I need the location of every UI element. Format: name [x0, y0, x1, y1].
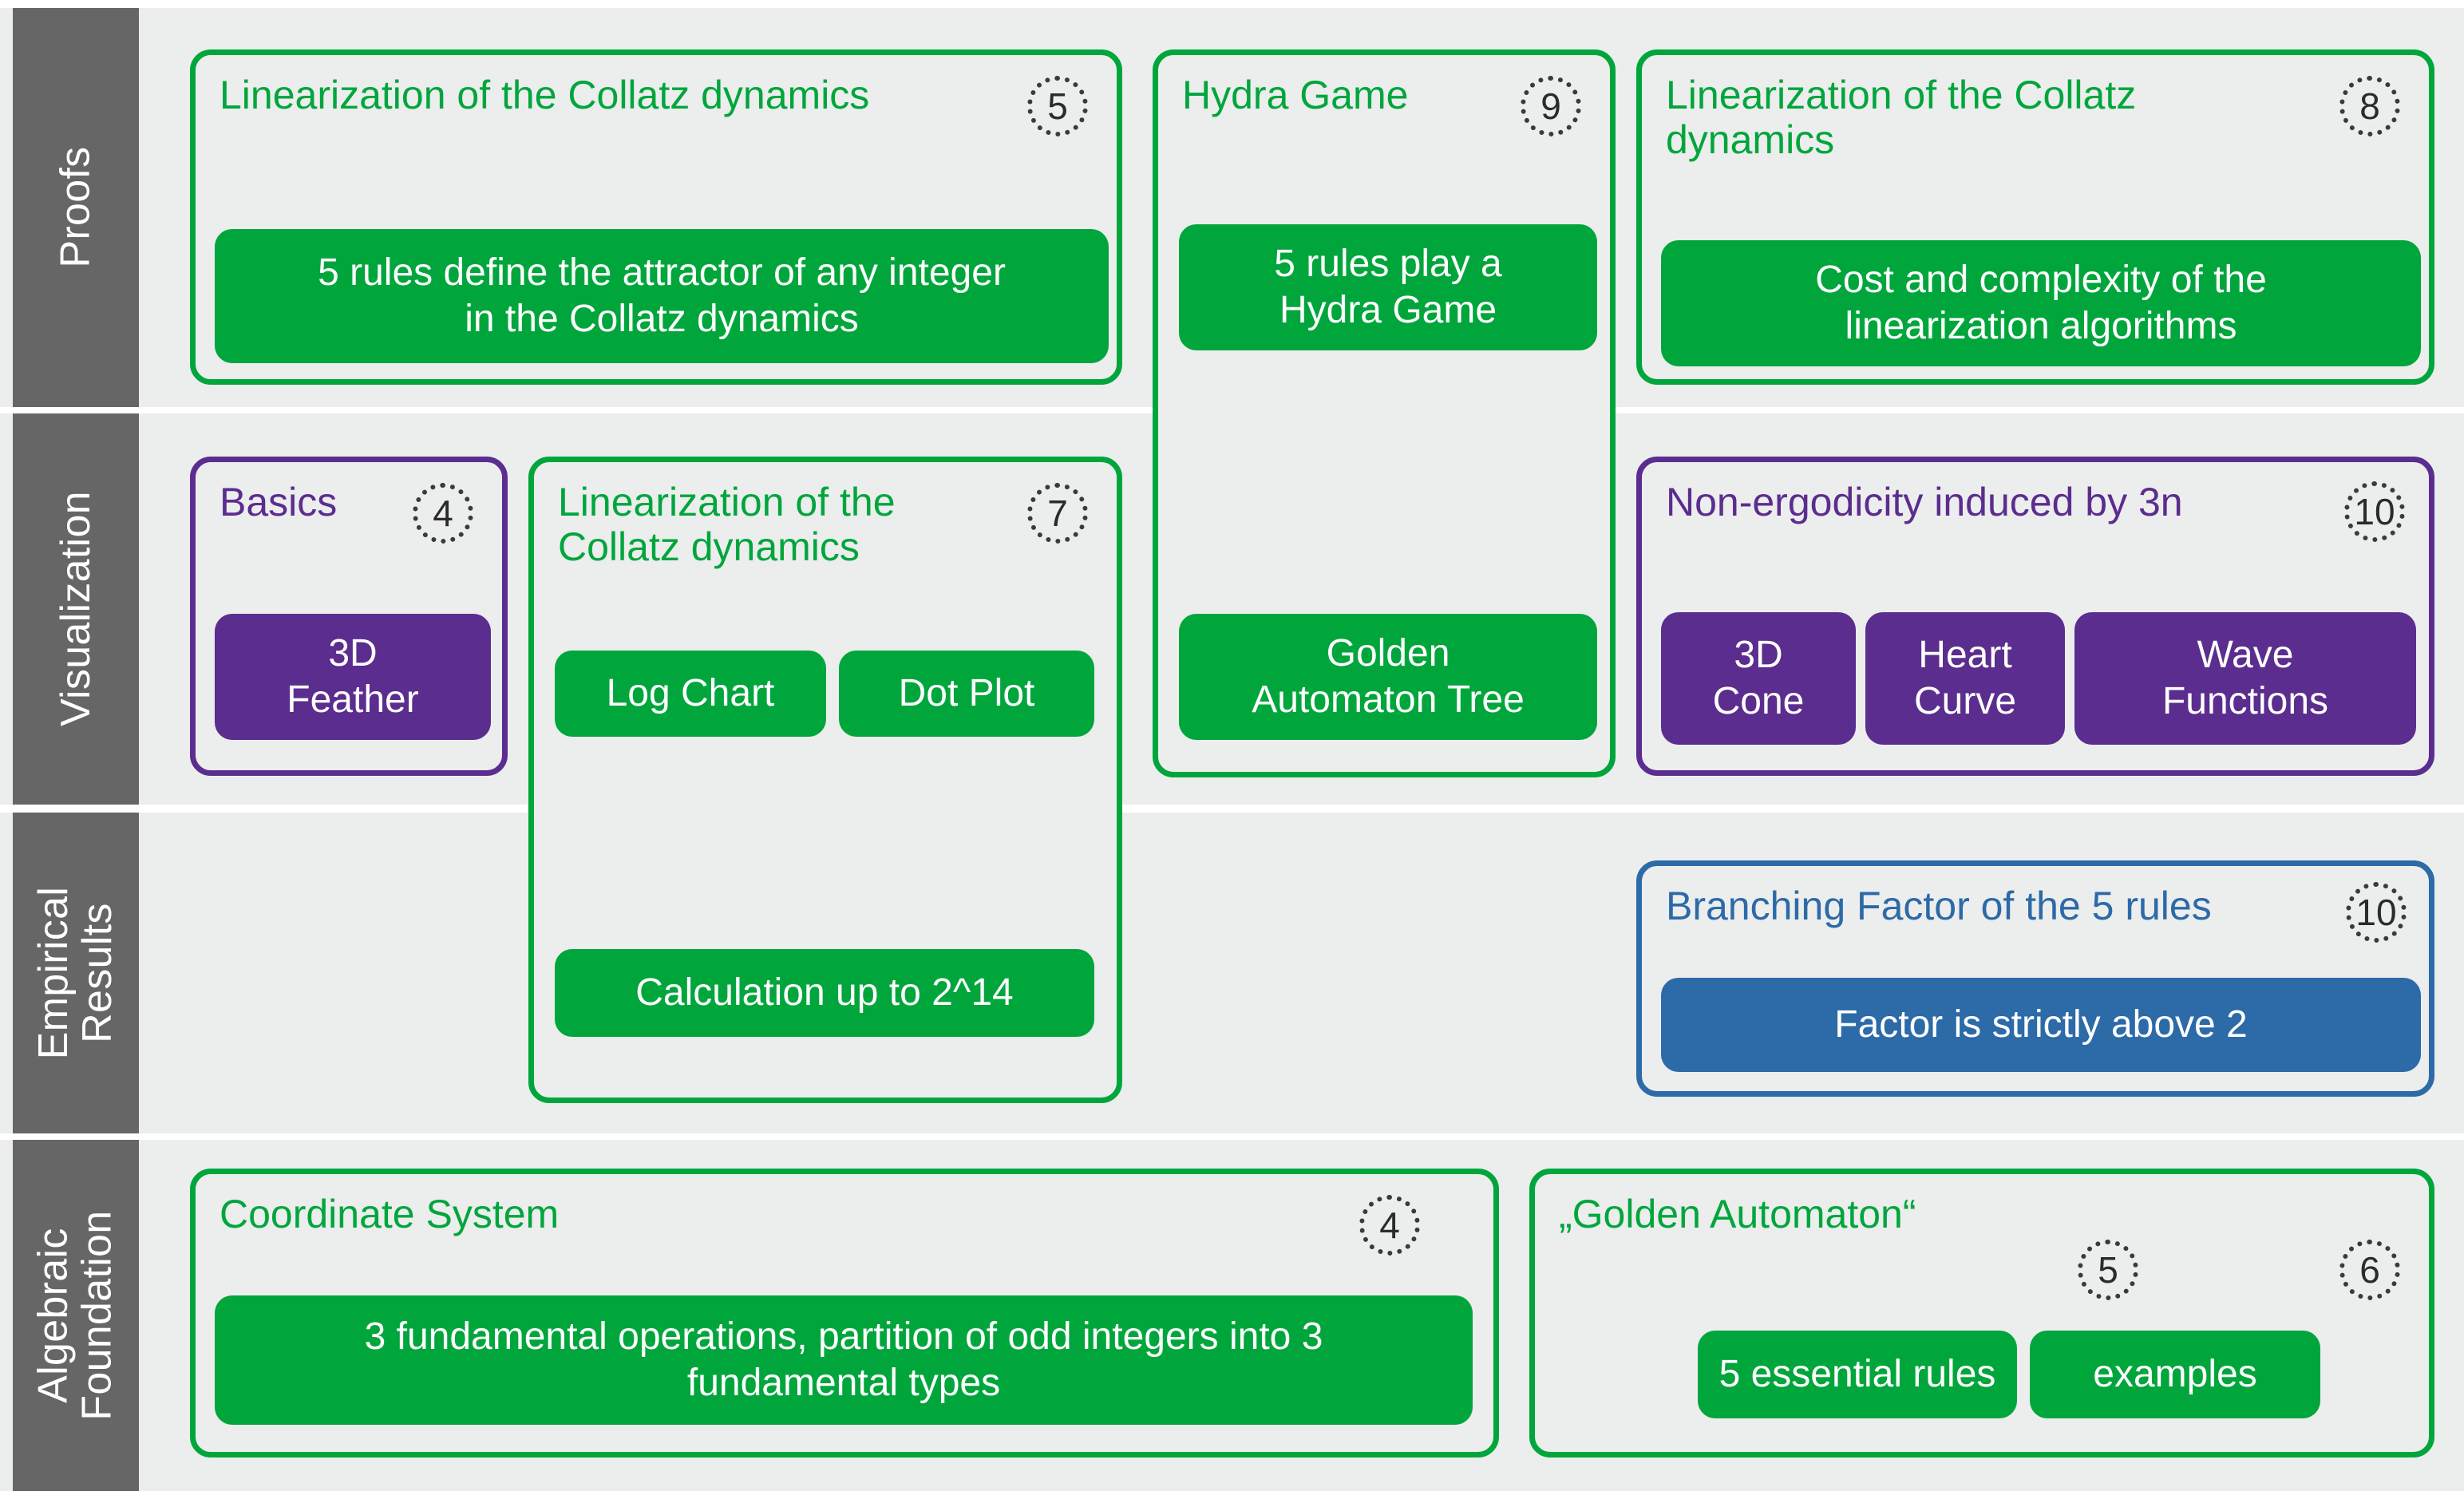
- page-badge[interactable]: 6: [2339, 1240, 2400, 1300]
- row-label-text: Empirical Results: [30, 886, 121, 1060]
- row-label-proofs: Proofs: [13, 8, 139, 407]
- card-item-pill[interactable]: 3 fundamental operations, partition of o…: [215, 1295, 1473, 1425]
- row-label-text: Visualization: [52, 491, 99, 727]
- card-item-pill[interactable]: Factor is strictly above 2: [1661, 978, 2421, 1072]
- card-item-pill[interactable]: Wave Functions: [2074, 612, 2416, 745]
- card-item-pill[interactable]: Dot Plot: [839, 651, 1094, 737]
- card-item-pill[interactable]: examples: [2030, 1331, 2320, 1418]
- card-hydra-game[interactable]: Hydra Game 9 5 rules play a Hydra Game G…: [1153, 49, 1616, 777]
- card-title: Non-ergodicity induced by 3n: [1666, 480, 2183, 524]
- card-title: Linearization of the Collatz dynamics: [1666, 73, 2137, 162]
- card-title: Branching Factor of the 5 rules: [1666, 884, 2212, 928]
- card-title: „Golden Automaton“: [1559, 1192, 1916, 1236]
- page-badge[interactable]: 5: [2078, 1240, 2138, 1300]
- card-item-pill[interactable]: Golden Automaton Tree: [1179, 614, 1597, 740]
- card-title: Linearization of the Collatz dynamics: [220, 73, 870, 117]
- page-badge[interactable]: 4: [1359, 1195, 1420, 1256]
- row-label-text: Algebraic Foundation: [30, 1210, 121, 1421]
- card-golden-automaton[interactable]: „Golden Automaton“ 5 6 5 essential rules…: [1529, 1169, 2434, 1457]
- card-item-pill[interactable]: Cost and complexity of the linearization…: [1661, 240, 2421, 366]
- page-badge[interactable]: 7: [1027, 483, 1088, 544]
- card-title: Basics: [220, 480, 338, 524]
- card-non-ergodicity[interactable]: Non-ergodicity induced by 3n 10 3D Cone …: [1636, 457, 2434, 776]
- page-badge[interactable]: 4: [413, 483, 473, 544]
- page-badge[interactable]: 10: [2344, 481, 2405, 542]
- page-badge[interactable]: 10: [2346, 882, 2407, 943]
- page-badge[interactable]: 8: [2339, 76, 2400, 136]
- card-title: Hydra Game: [1182, 73, 1409, 117]
- row-label-algebraic-foundation: Algebraic Foundation: [13, 1140, 139, 1491]
- card-proofs-linearization[interactable]: Linearization of the Collatz dynamics 5 …: [190, 49, 1122, 385]
- card-title: Linearization of the Collatz dynamics: [558, 480, 896, 569]
- page-badge[interactable]: 5: [1027, 76, 1088, 136]
- card-item-pill[interactable]: 5 rules play a Hydra Game: [1179, 224, 1597, 350]
- page-badge[interactable]: 9: [1521, 76, 1581, 136]
- card-proofs-linearization-cost[interactable]: Linearization of the Collatz dynamics 8 …: [1636, 49, 2434, 385]
- card-item-pill[interactable]: Heart Curve: [1865, 612, 2065, 745]
- card-item-pill[interactable]: 3D Cone: [1661, 612, 1856, 745]
- card-basics[interactable]: Basics 4 3D Feather: [190, 457, 508, 776]
- row-label-empirical-results: Empirical Results: [13, 813, 139, 1133]
- card-item-pill[interactable]: Log Chart: [555, 651, 826, 737]
- card-item-pill[interactable]: 5 rules define the attractor of any inte…: [215, 229, 1109, 363]
- card-vis-linearization[interactable]: Linearization of the Collatz dynamics 7 …: [528, 457, 1122, 1103]
- card-title: Coordinate System: [220, 1192, 560, 1236]
- card-coordinate-system[interactable]: Coordinate System 4 3 fundamental operat…: [190, 1169, 1499, 1457]
- card-item-pill[interactable]: 5 essential rules: [1698, 1331, 2017, 1418]
- card-item-pill[interactable]: Calculation up to 2^14: [555, 949, 1094, 1037]
- card-item-pill[interactable]: 3D Feather: [215, 614, 491, 740]
- row-label-visualization: Visualization: [13, 413, 139, 805]
- row-label-text: Proofs: [52, 146, 99, 269]
- card-branching-factor[interactable]: Branching Factor of the 5 rules 10 Facto…: [1636, 860, 2434, 1097]
